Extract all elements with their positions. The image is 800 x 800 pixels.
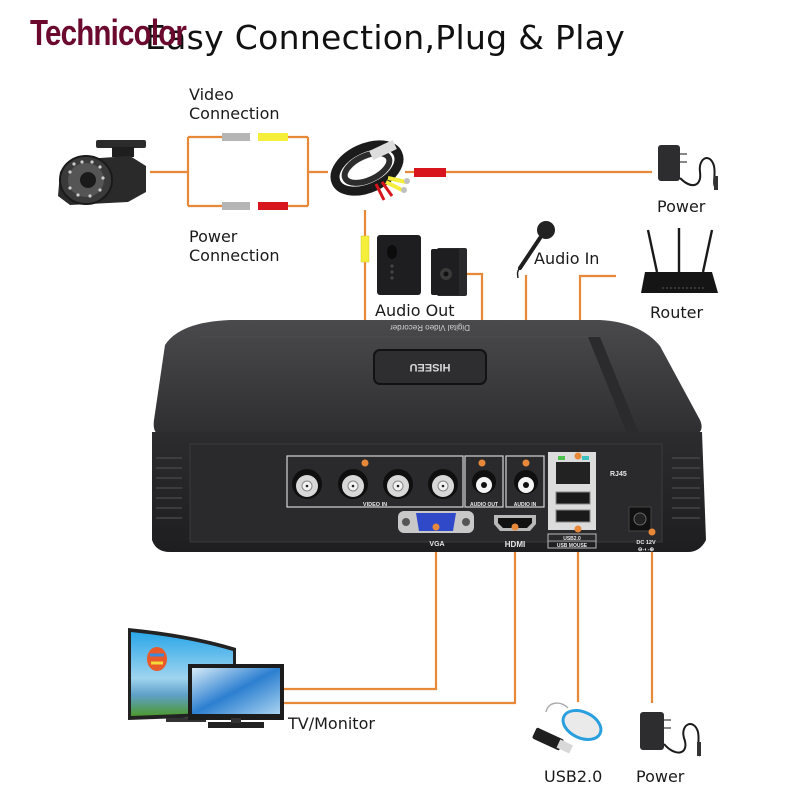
connector-power-top-red bbox=[414, 168, 446, 177]
dc-label-1: DC 12V bbox=[636, 540, 656, 546]
power-connection-line2: Connection bbox=[189, 246, 280, 265]
bnc-port-2 bbox=[338, 469, 368, 499]
power-connection-label: Power Connection bbox=[189, 227, 280, 265]
audio-out-port bbox=[464, 455, 504, 508]
hdmi-label: HDMI bbox=[505, 540, 525, 549]
bnc-port-4 bbox=[428, 469, 458, 499]
power-adapter-top-icon bbox=[658, 145, 718, 190]
router-icon bbox=[641, 228, 718, 293]
rj45-label: RJ45 bbox=[610, 471, 627, 478]
usb-label-2: USB MOUSE bbox=[557, 543, 588, 549]
rj45-port bbox=[556, 462, 590, 484]
watermark-logo: Technicolor bbox=[30, 12, 187, 53]
audio-in-port bbox=[505, 455, 545, 508]
audio-in-label: AUDIO IN bbox=[514, 502, 537, 508]
power-bottom-label: Power bbox=[636, 767, 685, 786]
tv-monitor-icon bbox=[128, 628, 284, 728]
video-connection-line2: Connection bbox=[189, 104, 280, 123]
tv-monitor-label: TV/Monitor bbox=[288, 714, 375, 733]
dc-label-2: ⊖-◐-⊕ bbox=[638, 547, 655, 553]
audio-out-label: AUDIO OUT bbox=[470, 502, 498, 508]
connector-power-gray bbox=[222, 202, 250, 210]
video-connection-line1: Video bbox=[189, 85, 234, 104]
dvr-brand-logo: HISEEU bbox=[409, 361, 450, 373]
page-title: Easy Connection,Plug & Play bbox=[145, 18, 626, 57]
bnc-port-1 bbox=[292, 469, 322, 499]
rj45-usb-block bbox=[547, 452, 597, 549]
usb-label: USB2.0 bbox=[544, 767, 603, 786]
microphone-icon bbox=[516, 221, 555, 279]
usb-mouse-icon bbox=[532, 702, 603, 754]
video-connection-label: Video Connection bbox=[189, 85, 280, 123]
bnc-cable-icon bbox=[330, 139, 410, 201]
vga-port bbox=[398, 511, 474, 533]
power-adapter-bottom-icon bbox=[640, 712, 701, 757]
bullet-camera-icon bbox=[58, 140, 146, 205]
hdmi-port bbox=[494, 515, 536, 531]
vga-label: VGA bbox=[429, 541, 444, 548]
dvr-top-text: Digital Video Recorder bbox=[390, 323, 470, 332]
power-connection-line1: Power bbox=[189, 227, 238, 246]
speakers-icon bbox=[377, 235, 467, 296]
connector-video-in-yellow bbox=[360, 235, 370, 263]
router-label: Router bbox=[650, 303, 704, 322]
power-top-label: Power bbox=[657, 197, 706, 216]
brand-badge bbox=[373, 349, 487, 385]
connector-power-red bbox=[258, 202, 288, 210]
dc-power-port bbox=[628, 506, 656, 536]
usb-port-1 bbox=[555, 491, 591, 505]
connector-video-yellow bbox=[258, 133, 288, 141]
bnc-port-3 bbox=[383, 469, 413, 499]
audio-out-label-text: Audio Out bbox=[375, 301, 455, 320]
video-in-ports bbox=[286, 455, 464, 508]
usb-port-2 bbox=[555, 509, 591, 523]
wire-hdmi bbox=[282, 527, 517, 705]
connector-blocks bbox=[222, 133, 446, 263]
connector-video-gray bbox=[222, 133, 250, 141]
usb-label-1: USB2.0 bbox=[563, 536, 581, 542]
video-in-label: VIDEO IN bbox=[363, 502, 387, 508]
audio-in-label-text: Audio In bbox=[534, 249, 600, 268]
wire-vga bbox=[280, 527, 438, 691]
